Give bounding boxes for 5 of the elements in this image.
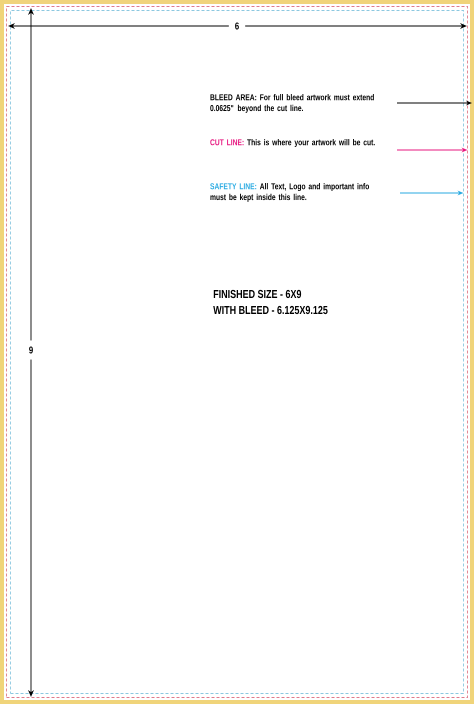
callout-text: SAFETY LINE: All Text, Logo and important info must be kept inside this line. [210,183,370,202]
size-note: WITH BLEED - 6.125X9.125 [213,306,328,314]
callout-text: CUT LINE: This is where your artwork will be cut. [210,139,375,148]
callout-text: BLEED AREA: For full bleed artwork must extend 0.0625" beyond the cut line. [210,94,374,113]
size-note: FINISHED SIZE - 6X9 [214,290,302,298]
